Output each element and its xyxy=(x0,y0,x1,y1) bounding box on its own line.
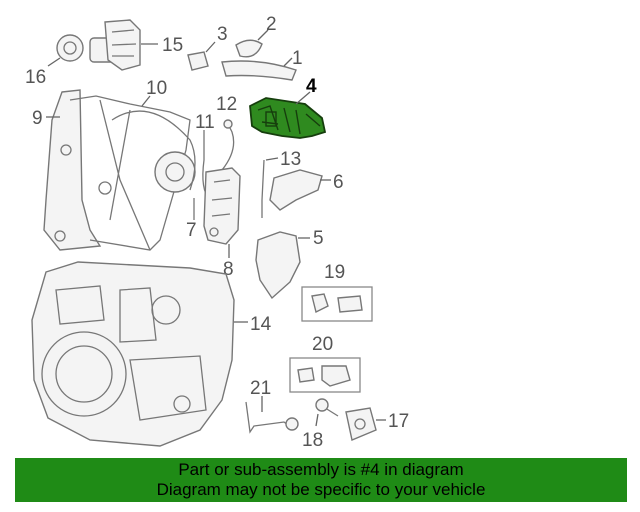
part-2 xyxy=(235,39,263,58)
callout-12: 12 xyxy=(216,94,237,115)
banner-line-1: Part or sub-assembly is #4 in diagram xyxy=(178,460,464,479)
callout-2: 2 xyxy=(266,14,277,35)
callout-17: 17 xyxy=(388,411,409,432)
callout-3: 3 xyxy=(217,24,228,45)
part-17 xyxy=(345,407,377,441)
callout-20: 20 xyxy=(312,334,333,355)
part-6 xyxy=(269,169,323,211)
callout-14: 14 xyxy=(250,314,272,335)
callout-1: 1 xyxy=(292,48,303,69)
callout-15: 15 xyxy=(162,35,183,56)
part-13-rod xyxy=(261,159,265,218)
callout-18: 18 xyxy=(302,430,323,451)
callout-7: 7 xyxy=(186,220,197,241)
callout-4: 4 xyxy=(306,76,317,97)
callout-19: 19 xyxy=(324,262,345,283)
part-5 xyxy=(255,231,301,300)
callout-11: 11 xyxy=(195,112,215,133)
banner-line-2: Diagram may not be specific to your vehi… xyxy=(156,480,486,499)
part-21 xyxy=(245,401,293,434)
callout-10: 10 xyxy=(146,78,167,99)
part-14-carrier xyxy=(31,261,235,447)
info-banner: Part or sub-assembly is #4 in diagram Di… xyxy=(15,458,627,502)
callout-21: 21 xyxy=(250,378,271,399)
part-9-regulator xyxy=(43,89,196,251)
part-1 xyxy=(221,60,297,81)
part-16-15-motor xyxy=(56,19,141,71)
callout-16: 16 xyxy=(25,67,46,88)
parts-diagram: 15 16 3 2 1 4 9 10 11 7 12 xyxy=(25,14,409,451)
part-4-highlighted xyxy=(249,97,327,139)
part-8-latch xyxy=(203,167,241,245)
callout-5: 5 xyxy=(313,228,324,249)
callout-8: 8 xyxy=(223,259,234,280)
part-3 xyxy=(187,51,209,71)
callout-9: 9 xyxy=(32,108,43,129)
callout-13: 13 xyxy=(280,149,301,170)
callout-6: 6 xyxy=(333,172,344,193)
